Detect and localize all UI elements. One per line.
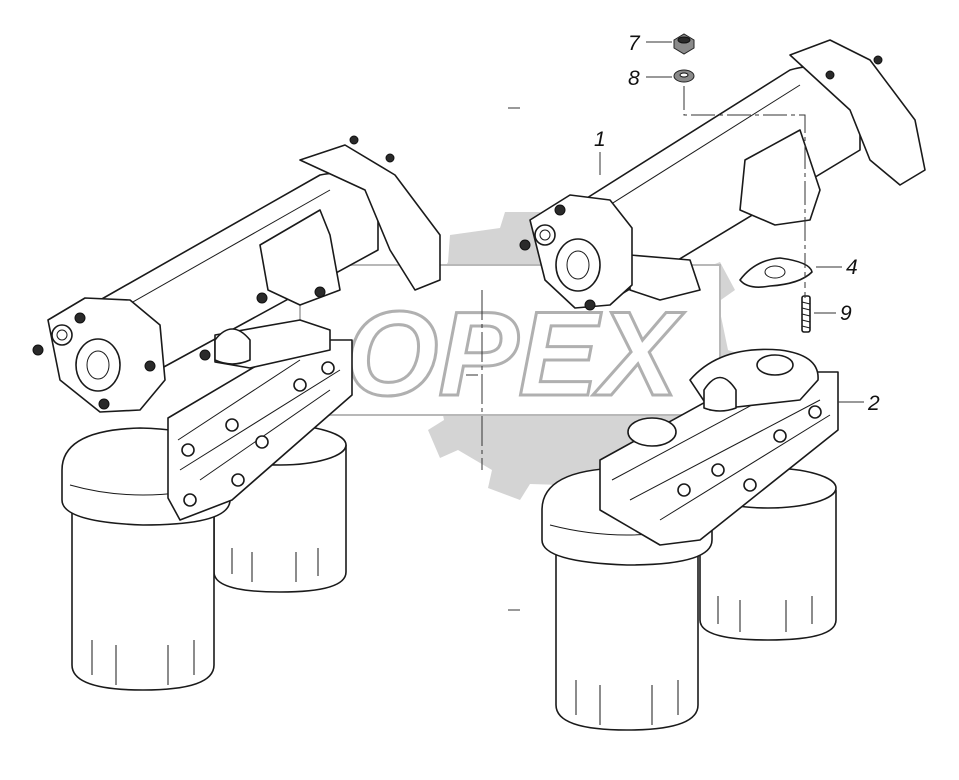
right-front-flange	[519, 55, 883, 311]
callout-8: 8	[628, 67, 672, 90]
callout-label-9: 9	[840, 302, 852, 325]
callout-9: 9	[814, 302, 852, 325]
callout-label-1: 1	[594, 128, 606, 151]
assembly-lines	[466, 86, 806, 611]
callout-1: 1	[594, 128, 606, 175]
right-assembly	[519, 39, 926, 731]
left-domed-plug	[214, 328, 251, 365]
nut-part	[673, 33, 695, 55]
left-assembly	[32, 135, 441, 691]
callout-4: 4	[816, 256, 858, 279]
left-housing-bracket	[167, 339, 353, 521]
stud-part	[801, 295, 811, 333]
callout-label-8: 8	[628, 67, 640, 90]
callout-label-2: 2	[867, 392, 880, 415]
callout-7: 7	[628, 32, 672, 55]
callout-label-4: 4	[846, 256, 858, 279]
watermark-text: OPEX	[345, 287, 685, 421]
gasket-part	[739, 257, 813, 288]
right-housing-bracket	[599, 348, 839, 546]
left-manifold-tube	[89, 144, 441, 383]
washer-part	[673, 69, 695, 83]
callout-2: 2	[838, 392, 880, 415]
left-front-flange	[32, 135, 395, 413]
callout-label-7: 7	[628, 32, 641, 55]
